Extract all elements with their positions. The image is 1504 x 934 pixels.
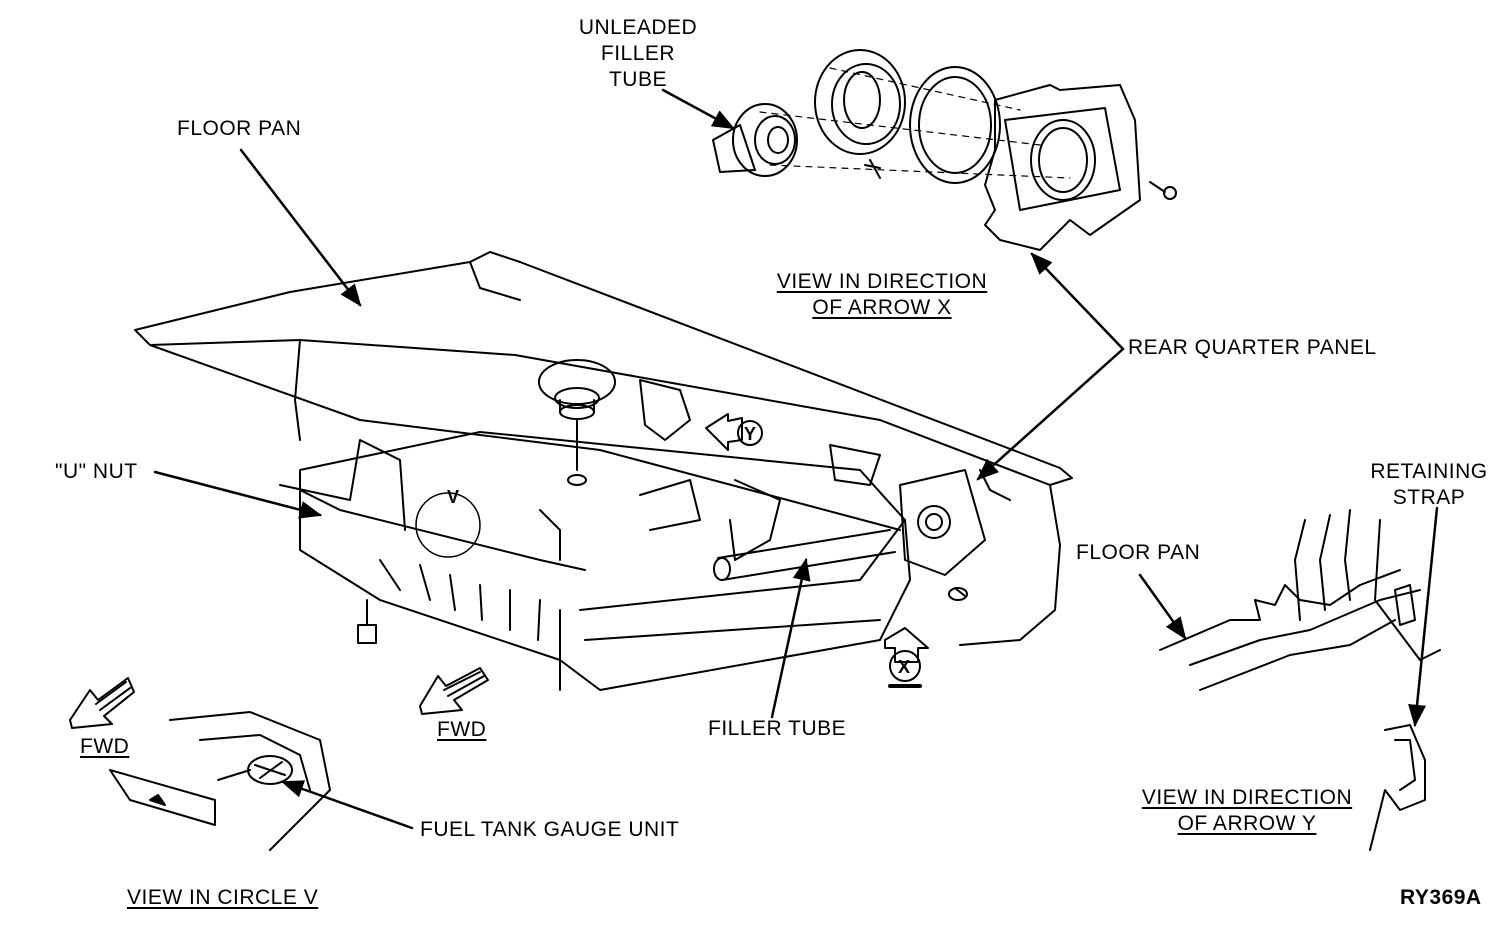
rear-quarter-panel-label: REAR QUARTER PANEL (1128, 336, 1377, 359)
fwd-center-label: FWD (437, 718, 487, 741)
retaining-strap-label-line1: RETAINING (1370, 460, 1488, 483)
unleaded-filler-tube-label-line2: FILLER (600, 42, 676, 65)
fwd-left-label: FWD (80, 735, 130, 758)
fwd-arrow-center (419, 667, 489, 715)
circle-v-letter: V (447, 487, 459, 507)
floor-pan-detail-label: FLOOR PAN (1076, 541, 1201, 564)
fuel-tank-drawing (279, 359, 986, 691)
circle-v-detail (109, 711, 331, 851)
arrow-x-indicator (884, 627, 929, 688)
view-arrow-y-caption-line2: OF ARROW Y (1177, 812, 1317, 835)
view-arrow-x-caption-line2: OF ARROW X (812, 296, 952, 319)
arrow-x-letter: X (898, 657, 910, 677)
fwd-arrow-left (69, 677, 135, 729)
fuel-tank-gauge-unit-label: FUEL TANK GAUGE UNIT (420, 818, 680, 841)
filler-tube-exploded-view (712, 49, 1177, 251)
view-arrow-y-caption-line1: VIEW IN DIRECTION (1141, 786, 1353, 809)
view-arrow-x-caption-line1: VIEW IN DIRECTION (776, 270, 988, 293)
unleaded-filler-tube-label-line3: TUBE (608, 68, 667, 91)
floor-pan-label: FLOOR PAN (177, 117, 302, 140)
arrow-y-detail (1159, 509, 1441, 851)
arrow-y-indicator (705, 413, 763, 451)
arrow-y-letter: Y (744, 424, 756, 444)
filler-tube-label: FILLER TUBE (708, 717, 847, 740)
unleaded-filler-tube-label-line1: UNLEADED (578, 16, 698, 39)
figure-id-label: RY369A (1400, 886, 1482, 909)
u-nut-label: "U" NUT (55, 460, 138, 483)
leader-lines (153, 88, 1439, 830)
retaining-strap-label-line2: STRAP (1392, 486, 1466, 509)
view-circle-v-caption: VIEW IN CIRCLE V (127, 886, 319, 909)
